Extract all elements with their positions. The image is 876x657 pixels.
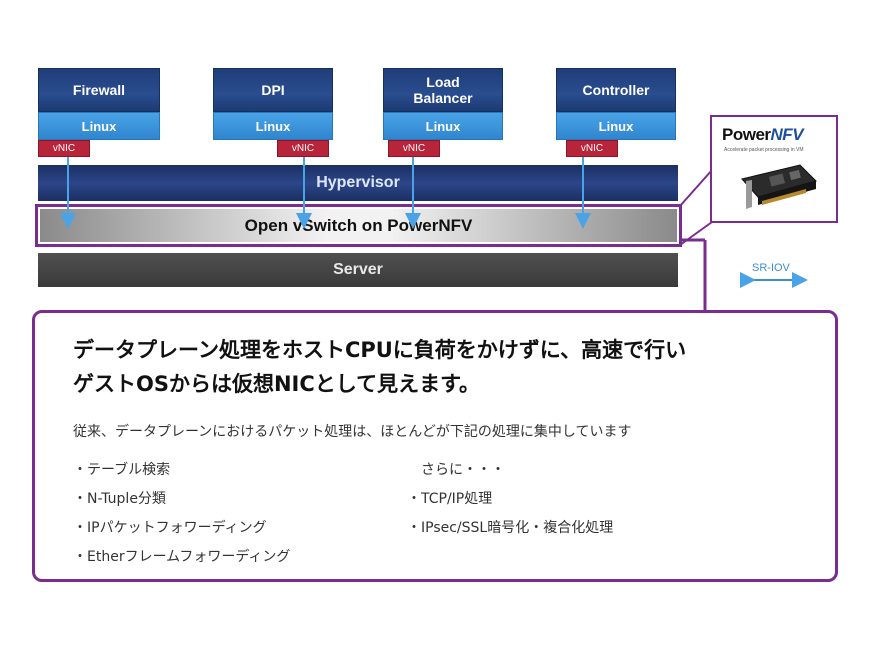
vm-load-balancer-os: Linux	[383, 112, 503, 140]
headline-line-2: ゲストOSからは仮想NICとして見えます。	[73, 372, 481, 396]
vm-firewall-app: Firewall	[38, 68, 160, 112]
vm-controller-app: Controller	[556, 68, 676, 112]
ovs-layer: Open vSwitch on PowerNFV	[40, 209, 677, 242]
callout-line-bottom	[679, 221, 713, 246]
intro-text: 従来、データプレーンにおけるパケット処理は、ほとんどが下記の処理に集中しています	[73, 424, 632, 440]
vm-firewall-vnic: vNIC	[38, 140, 90, 157]
vm-firewall-os: Linux	[38, 112, 160, 140]
vm-dpi-vnic: vNIC	[277, 140, 329, 157]
vm-controller-vnic: vNIC	[566, 140, 618, 157]
left-item-3: ・IPパケットフォワーディング	[73, 520, 267, 536]
description-box: データプレーン処理をホストCPUに負荷をかけずに、高速で行い ゲストOSからは仮…	[32, 310, 838, 582]
vm-load-balancer-app: Load Balancer	[383, 68, 503, 112]
vm-load-balancer-vnic: vNIC	[388, 140, 440, 157]
right-item-2: ・IPsec/SSL暗号化・複合化処理	[407, 520, 614, 536]
powernfv-product-box: PowerNFV Accelerate packet processing in…	[710, 115, 838, 223]
left-item-1: ・テーブル検索	[73, 462, 171, 478]
vm-dpi-os: Linux	[213, 112, 333, 140]
vm-dpi-app: DPI	[213, 68, 333, 112]
headline-line-1: データプレーン処理をホストCPUに負荷をかけずに、高速で行い	[73, 338, 687, 362]
left-item-4: ・Etherフレームフォワーディング	[73, 549, 291, 565]
callout-line-top	[679, 169, 713, 207]
sriov-label: SR-IOV	[752, 262, 790, 274]
vm-controller-os: Linux	[556, 112, 676, 140]
hypervisor-layer: Hypervisor	[38, 165, 678, 201]
right-heading: さらに・・・	[421, 462, 505, 478]
left-item-2: ・N-Tuple分類	[73, 491, 166, 507]
nic-card-image	[741, 164, 817, 209]
powernfv-tagline: Accelerate packet processing in VM	[724, 147, 804, 153]
powernfv-logo: PowerNFV	[722, 125, 804, 144]
right-item-1: ・TCP/IP処理	[407, 491, 493, 507]
server-layer: Server	[38, 253, 678, 287]
